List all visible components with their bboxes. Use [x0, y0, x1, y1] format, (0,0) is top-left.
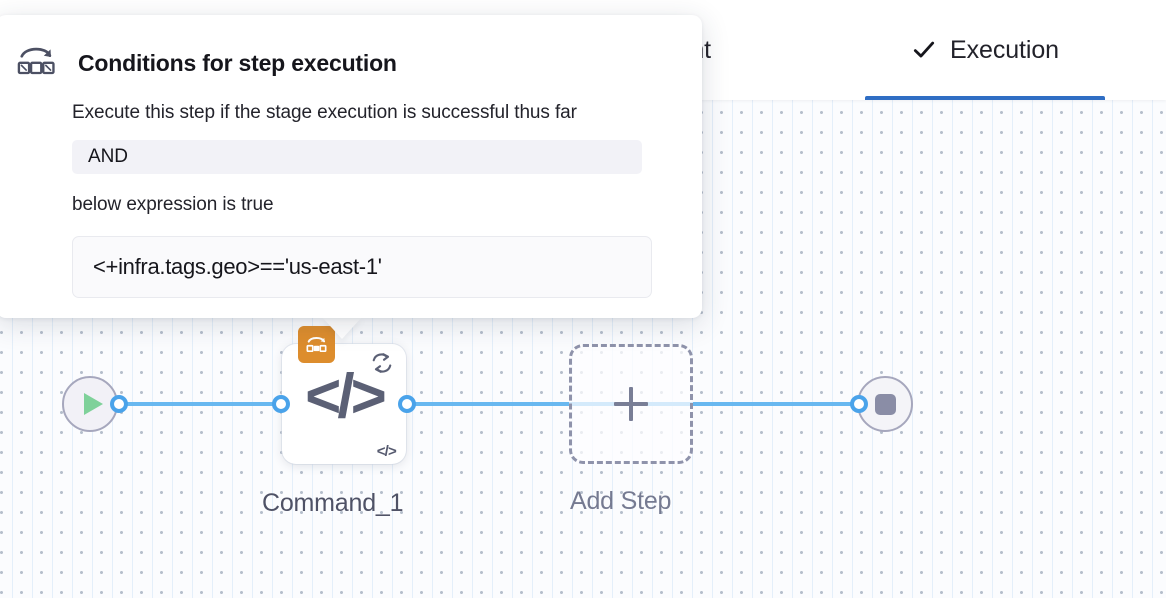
- tab-active-underline: [865, 96, 1105, 100]
- popover-header: Conditions for step execution: [14, 41, 660, 86]
- popover-description: Execute this step if the stage execution…: [72, 102, 577, 123]
- tab-execution[interactable]: Execution: [865, 0, 1105, 100]
- play-icon: [83, 393, 103, 415]
- conditions-popover: Conditions for step execution Execute th…: [0, 15, 702, 318]
- port-command-output[interactable]: [398, 395, 416, 413]
- port-start-output[interactable]: [110, 395, 128, 413]
- check-icon: [911, 37, 937, 63]
- popover-title: Conditions for step execution: [78, 50, 397, 76]
- condition-text: below expression is true: [72, 194, 274, 215]
- retry-loop-badge[interactable]: [362, 344, 402, 384]
- plus-icon: [614, 387, 648, 421]
- popover-body: Execute this step if the stage execution…: [14, 102, 660, 298]
- expression-field[interactable]: <+infra.tags.geo>=='us-east-1': [72, 236, 652, 298]
- operator-field[interactable]: AND: [72, 140, 642, 174]
- code-type-icon: </>: [376, 443, 397, 460]
- add-step-node[interactable]: [569, 344, 693, 464]
- stop-icon: [874, 393, 896, 415]
- edge-start-to-command: [110, 402, 290, 406]
- command-step-label: Command_1: [262, 489, 404, 517]
- popover-arrow: [322, 317, 362, 339]
- retry-loop-icon: [372, 353, 392, 373]
- start-node[interactable]: [62, 376, 118, 432]
- conditional-execution-icon: [14, 41, 58, 86]
- tab-execution-label: Execution: [950, 35, 1059, 64]
- command-step-node[interactable]: </> </>: [282, 326, 406, 464]
- port-command-input[interactable]: [272, 395, 290, 413]
- conditional-execution-icon: [306, 336, 327, 352]
- port-end-input[interactable]: [850, 395, 868, 413]
- code-brackets-icon: </>: [305, 362, 387, 431]
- add-step-label: Add Step: [570, 487, 672, 515]
